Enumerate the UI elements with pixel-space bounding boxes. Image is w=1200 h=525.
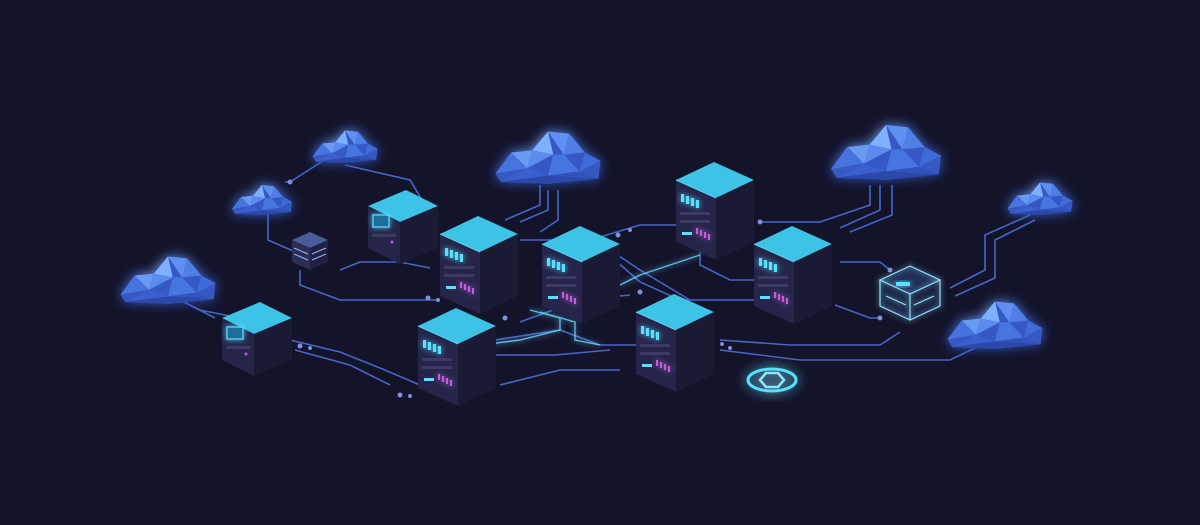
server-rack-icon <box>676 162 754 260</box>
server-rack-icon <box>542 226 620 324</box>
cloud-icon <box>232 185 292 215</box>
circuit-glow-lines <box>479 254 701 346</box>
cloud-icon <box>312 130 378 163</box>
glowing-hex-ring-icon <box>746 367 798 393</box>
server-rack-icon <box>418 308 496 406</box>
monitor-server-icon <box>368 190 438 264</box>
cloud-icon <box>947 301 1043 349</box>
server-rack-icon <box>440 216 518 314</box>
monitor-server-icon <box>222 302 292 376</box>
cloud-icon <box>831 125 941 180</box>
cloud-icon <box>1007 182 1073 215</box>
glass-crate-icon <box>878 265 942 321</box>
small-crate-icon <box>291 231 329 271</box>
server-rack-icon <box>754 226 832 324</box>
server-rack-icon <box>636 294 714 392</box>
cloud-icon <box>120 256 216 304</box>
cloud-icon <box>495 131 601 184</box>
circuit-lines <box>159 149 1036 386</box>
circuit-node-dots <box>287 179 893 398</box>
